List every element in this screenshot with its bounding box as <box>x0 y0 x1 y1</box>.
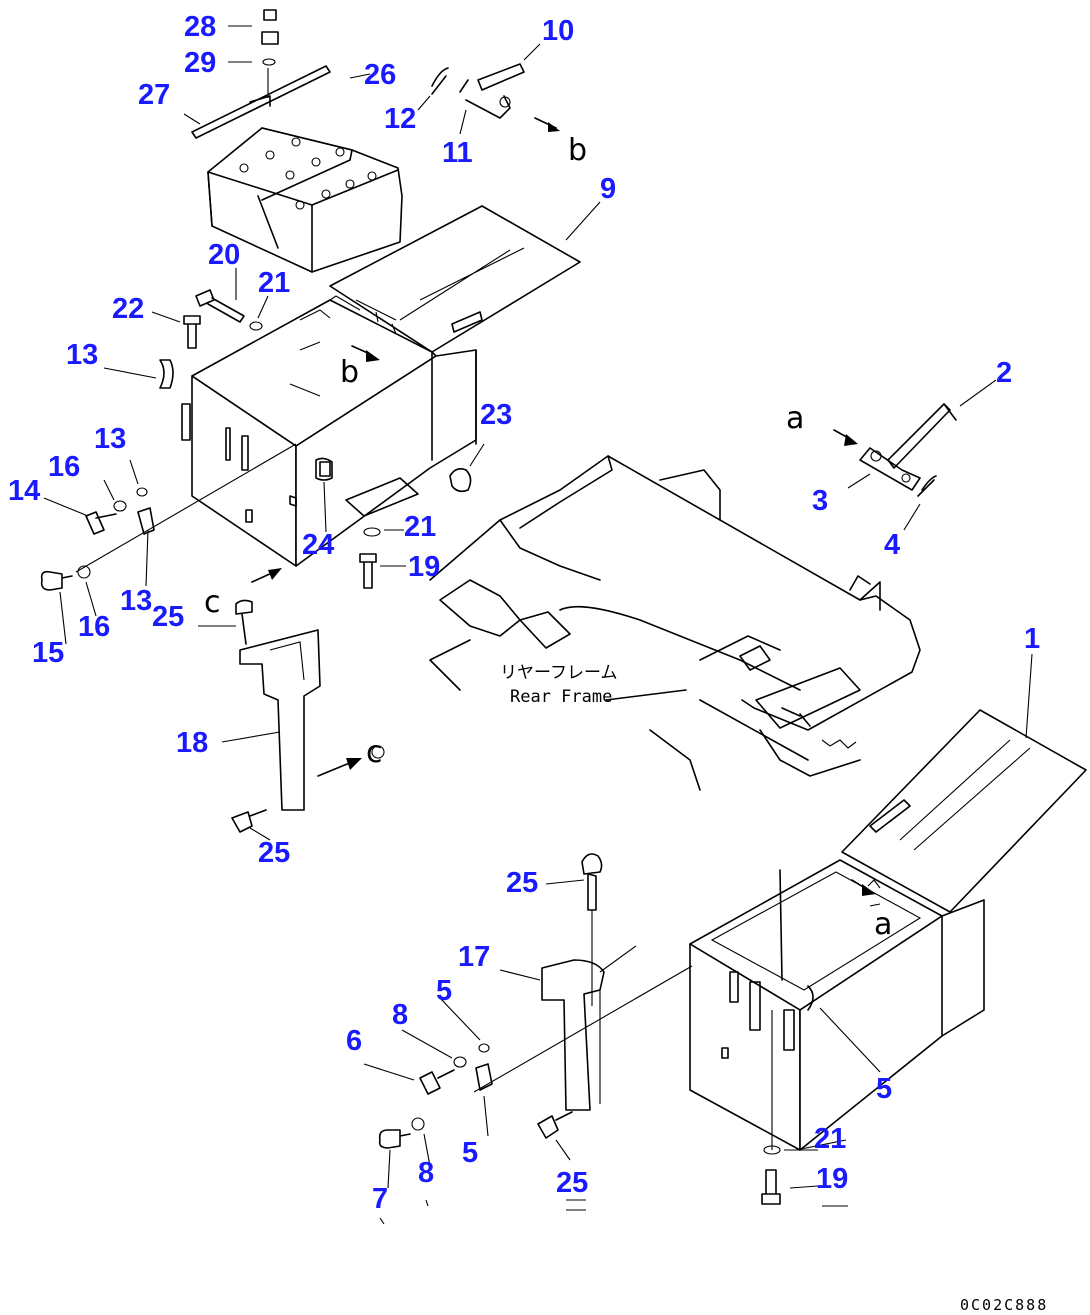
cover-plate-17 <box>378 853 781 1205</box>
callout-17: 17 <box>458 941 490 973</box>
callout-5-top: 5 <box>436 975 452 1007</box>
callout-2: 2 <box>996 357 1012 389</box>
ref-c-plate: c <box>204 585 221 620</box>
callout-29: 29 <box>184 47 216 79</box>
ref-a-box: a <box>874 907 892 942</box>
battery <box>207 127 403 273</box>
callout-numbers: 28 29 27 26 10 12 11 9 20 21 22 13 2 23 … <box>8 11 1040 1215</box>
callout-16-low: 16 <box>78 611 110 643</box>
callout-3: 3 <box>812 485 828 517</box>
hold-down-bar <box>191 9 331 139</box>
callout-23: 23 <box>480 399 512 431</box>
callout-28: 28 <box>184 11 216 43</box>
callout-11: 11 <box>442 137 473 169</box>
callout-21-mid: 21 <box>404 511 436 543</box>
box-bracket-a <box>833 403 957 497</box>
left-battery-box <box>159 205 581 567</box>
callout-4: 4 <box>884 529 900 561</box>
callout-21-bottom: 21 <box>814 1123 846 1155</box>
battery-bracket-b <box>431 63 560 132</box>
callout-13-low: 13 <box>120 585 152 617</box>
callout-18: 18 <box>176 727 208 759</box>
callout-1: 1 <box>1024 623 1040 655</box>
reference-letters: b b a a c c <box>204 133 892 942</box>
callout-14: 14 <box>8 475 40 507</box>
callout-21-top: 21 <box>258 267 290 299</box>
ref-a-bracket: a <box>786 401 804 436</box>
ref-b-upper: b <box>568 133 587 168</box>
callout-25-upper: 25 <box>152 601 184 633</box>
callout-26: 26 <box>364 59 396 91</box>
rear-frame-label-en: Rear Frame <box>510 687 612 707</box>
callout-7: 7 <box>372 1183 388 1215</box>
callout-25-bottom: 25 <box>556 1167 588 1199</box>
callout-19-bottom: 19 <box>816 1163 848 1195</box>
callout-13-mid: 13 <box>94 423 126 455</box>
callout-16-top: 16 <box>48 451 80 483</box>
rear-frame-label-jp: リヤーフレーム <box>500 663 617 683</box>
callout-15: 15 <box>32 637 64 669</box>
drawing-code: 0C02C888 <box>960 1296 1048 1314</box>
leader-lines <box>43 25 1033 1225</box>
callout-20: 20 <box>208 239 240 271</box>
ref-b-box: b <box>340 355 359 390</box>
callout-8-bottom: 8 <box>418 1157 434 1189</box>
rear-frame: リヤーフレーム Rear Frame <box>429 455 921 791</box>
callout-8-top: 8 <box>392 999 408 1031</box>
callout-6: 6 <box>346 1025 362 1057</box>
callout-13-top: 13 <box>66 339 98 371</box>
callout-12: 12 <box>384 103 416 135</box>
mount-hardware-left <box>315 457 472 589</box>
callout-5-right: 5 <box>876 1073 892 1105</box>
callout-19-mid: 19 <box>408 551 440 583</box>
callout-24: 24 <box>302 529 334 561</box>
ref-c-plate-lower: c <box>366 735 383 770</box>
callout-5-bottom: 5 <box>462 1137 478 1169</box>
cover-plate-18 <box>231 568 385 833</box>
callout-25-left: 25 <box>258 837 290 869</box>
callout-22: 22 <box>112 293 144 325</box>
left-box-fasteners <box>40 443 297 591</box>
callout-9: 9 <box>600 173 616 205</box>
callout-10: 10 <box>542 15 574 47</box>
callout-25-mid: 25 <box>506 867 538 899</box>
callout-27: 27 <box>138 79 170 111</box>
